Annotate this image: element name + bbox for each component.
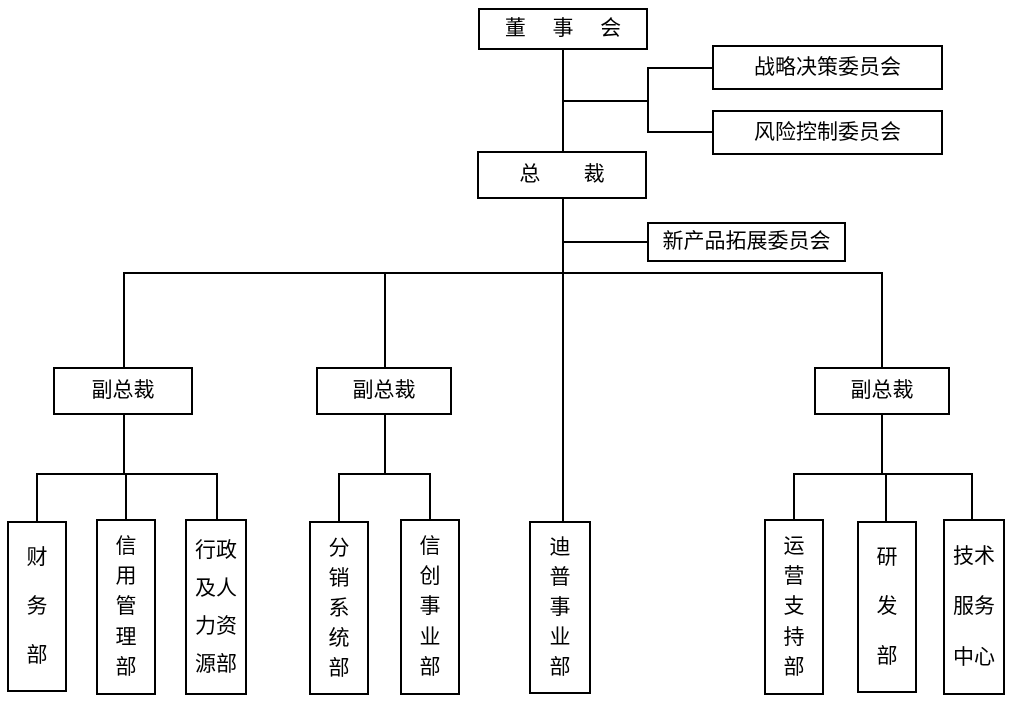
- connector-to-tech-service-center: [971, 473, 973, 519]
- node-department-dipu-division[interactable]: 迪 普 事 业 部: [529, 521, 591, 694]
- connector-to-risk-committee: [647, 131, 713, 133]
- dept-line: 统: [328, 625, 350, 650]
- dept-line: 迪: [549, 535, 571, 560]
- dept-line: 用: [115, 564, 137, 589]
- dept-line: 支: [783, 594, 805, 619]
- connector-committee-bus: [647, 67, 649, 133]
- connector-bus-to-vp-right: [881, 272, 883, 367]
- node-department-credit-management[interactable]: 信 用 管 理 部: [96, 519, 156, 695]
- dept-line: 中心: [953, 645, 995, 670]
- connector-to-credit-management: [125, 473, 127, 519]
- dept-line: 源部: [195, 651, 237, 676]
- dept-line: 部: [419, 655, 441, 680]
- node-president-label: 总 裁: [519, 162, 615, 187]
- connector-to-strategy-committee: [647, 67, 713, 69]
- dept-line: 业: [419, 624, 441, 649]
- dept-line: 销: [328, 565, 350, 590]
- connector-to-distribution-system: [338, 473, 340, 521]
- dept-line: 管: [115, 594, 137, 619]
- node-new-product-committee[interactable]: 新产品拓展委员会: [647, 222, 846, 262]
- dept-line: 持: [783, 624, 805, 649]
- dept-line: 服务: [953, 594, 995, 619]
- dept-line: 力资: [195, 613, 237, 638]
- connector-vp-left-bus: [36, 473, 218, 475]
- dept-line: 分: [328, 535, 350, 560]
- dept-line: 财: [26, 545, 48, 569]
- connector-to-admin-hr: [216, 473, 218, 519]
- node-board-of-directors[interactable]: 董 事 会: [478, 8, 648, 50]
- dept-line: 事: [549, 594, 571, 619]
- dept-line: 事: [419, 594, 441, 619]
- connector-board-committee-stub: [562, 100, 649, 102]
- dept-line: 部: [26, 643, 48, 667]
- dept-line: 信: [419, 533, 441, 558]
- connector-to-new-product-committee: [562, 241, 649, 243]
- dept-line: 信: [115, 533, 137, 558]
- node-strategy-committee-label: 战略决策委员会: [754, 54, 901, 79]
- node-department-operation-support[interactable]: 运 营 支 持 部: [764, 519, 824, 695]
- connector-vp-middle-bus: [338, 473, 431, 475]
- connector-to-research-development: [885, 473, 887, 521]
- connector-bus-to-vp-middle: [384, 272, 386, 367]
- dept-line: 理: [115, 624, 137, 649]
- connector-to-finance: [36, 473, 38, 521]
- node-vice-president-middle[interactable]: 副总裁: [316, 367, 452, 415]
- dept-line: 系: [328, 595, 350, 620]
- node-strategy-committee[interactable]: 战略决策委员会: [712, 45, 943, 90]
- connector-vp-right-stem: [881, 415, 883, 474]
- node-vp-middle-label: 副总裁: [352, 378, 416, 403]
- dept-line: 部: [328, 655, 350, 680]
- connector-vp-left-stem: [123, 415, 125, 474]
- node-department-tech-service-center[interactable]: 技术 服务 中心: [943, 519, 1005, 695]
- dept-line: 行政: [195, 537, 237, 562]
- dept-line: 部: [549, 654, 571, 679]
- dept-line: 研: [876, 545, 898, 570]
- connector-to-operation-support: [793, 473, 795, 519]
- node-department-distribution-system[interactable]: 分 销 系 统 部: [309, 521, 369, 695]
- dept-line: 技术: [953, 543, 995, 568]
- node-vice-president-right[interactable]: 副总裁: [814, 367, 950, 415]
- dept-line: 业: [549, 624, 571, 649]
- node-new-product-committee-label: 新产品拓展委员会: [662, 229, 831, 254]
- connector-president-trunk: [562, 199, 564, 521]
- connector-bus-to-vp-left: [123, 272, 125, 367]
- node-vp-left-label: 副总裁: [91, 378, 155, 403]
- dept-line: 部: [876, 643, 898, 668]
- node-president[interactable]: 总 裁: [477, 151, 647, 199]
- dept-line: 营: [783, 564, 805, 589]
- connector-vp-distribution-bus: [123, 272, 882, 274]
- node-department-admin-hr[interactable]: 行政 及人 力资 源部: [185, 519, 247, 695]
- dept-line: 务: [26, 594, 48, 618]
- node-board-label: 董 事 会: [504, 16, 632, 41]
- node-department-research-development[interactable]: 研 发 部: [857, 521, 917, 693]
- dept-line: 部: [783, 655, 805, 680]
- dept-line: 发: [876, 594, 898, 619]
- connector-to-xinchuang-division: [429, 473, 431, 519]
- node-department-xinchuang-division[interactable]: 信 创 事 业 部: [400, 519, 460, 695]
- dept-line: 部: [115, 655, 137, 680]
- connector-vp-right-bus: [793, 473, 973, 475]
- node-vp-right-label: 副总裁: [850, 378, 914, 403]
- node-risk-committee[interactable]: 风险控制委员会: [712, 110, 943, 155]
- dept-line: 运: [783, 533, 805, 558]
- dept-line: 及人: [195, 575, 237, 600]
- dept-line: 创: [419, 564, 441, 589]
- node-risk-committee-label: 风险控制委员会: [754, 119, 901, 144]
- node-department-finance[interactable]: 财 务 部: [7, 521, 67, 692]
- connector-vp-middle-stem: [384, 415, 386, 474]
- dept-line: 普: [549, 565, 571, 590]
- node-vice-president-left[interactable]: 副总裁: [53, 367, 193, 415]
